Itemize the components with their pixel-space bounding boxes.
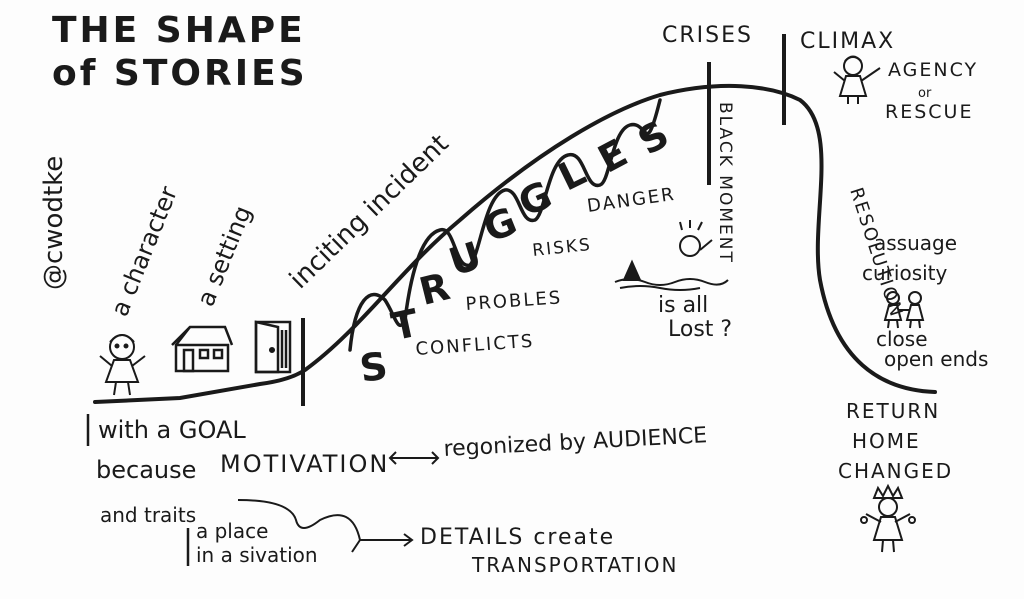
label-climax: CLIMAX xyxy=(800,29,895,54)
label-black-moment: BLACK MOMENT xyxy=(715,102,735,264)
door-icon xyxy=(254,320,292,374)
struggles-wave xyxy=(348,98,662,352)
label-transportation: TRANSPORTATION xyxy=(471,553,679,577)
label-conflicts: CONFLICTS xyxy=(415,331,535,360)
crowned-figure-icon xyxy=(860,483,916,553)
drowning-figure-icon xyxy=(614,220,729,291)
label-with-a-goal: with a GOAL xyxy=(98,416,246,444)
label-details-create: DETAILS create xyxy=(420,525,615,550)
label-return: RETURN xyxy=(846,399,940,423)
two-figures-icon xyxy=(883,291,925,329)
title-line-1: THE SHAPE xyxy=(52,10,306,51)
label-crises: CRISES xyxy=(662,23,753,48)
label-open-ends: open ends xyxy=(884,347,988,371)
connector-brace xyxy=(237,499,414,553)
title-line-2: of STORIES xyxy=(52,53,308,94)
label-a-setting: a setting xyxy=(192,202,257,310)
label-motivation: MOTIVATION xyxy=(220,450,389,478)
label-changed: CHANGED xyxy=(838,459,953,483)
character-figure-icon xyxy=(99,334,146,396)
label-is-all: is all xyxy=(658,293,708,318)
house-icon xyxy=(171,325,234,373)
label-problems: PROBLES xyxy=(465,287,563,315)
double-arrow-icon xyxy=(388,451,440,465)
struggles-letter: S xyxy=(631,112,677,164)
label-agency: AGENCY xyxy=(888,59,978,81)
label-recognized: regonized by AUDIENCE xyxy=(443,423,708,462)
story-arc xyxy=(93,83,937,404)
struggles-letter: E xyxy=(591,131,635,182)
label-or: or xyxy=(918,86,932,101)
label-and-traits: and traits xyxy=(100,503,196,527)
label-home: HOME xyxy=(852,429,921,453)
struggles-letter: G xyxy=(477,199,522,251)
label-a-place: a place xyxy=(196,519,268,543)
label-curiosity: curiosity xyxy=(862,261,948,285)
struggles-letter: R xyxy=(415,264,454,314)
struggles-letter: S xyxy=(357,344,390,391)
label-rescue: RESCUE xyxy=(885,101,973,123)
label-because: because xyxy=(96,456,196,484)
label-assuage: assuage xyxy=(874,231,957,255)
label-risks: RISKS xyxy=(531,235,592,261)
label-in-a-situation: in a sivation xyxy=(196,543,318,567)
label-a-character: a character xyxy=(106,182,183,320)
label-danger: DANGER xyxy=(586,184,677,217)
author-handle: @cwodtke xyxy=(39,156,69,290)
hero-figure-icon xyxy=(833,55,881,104)
label-close: close xyxy=(876,327,928,351)
label-lost: Lost ? xyxy=(668,317,732,342)
